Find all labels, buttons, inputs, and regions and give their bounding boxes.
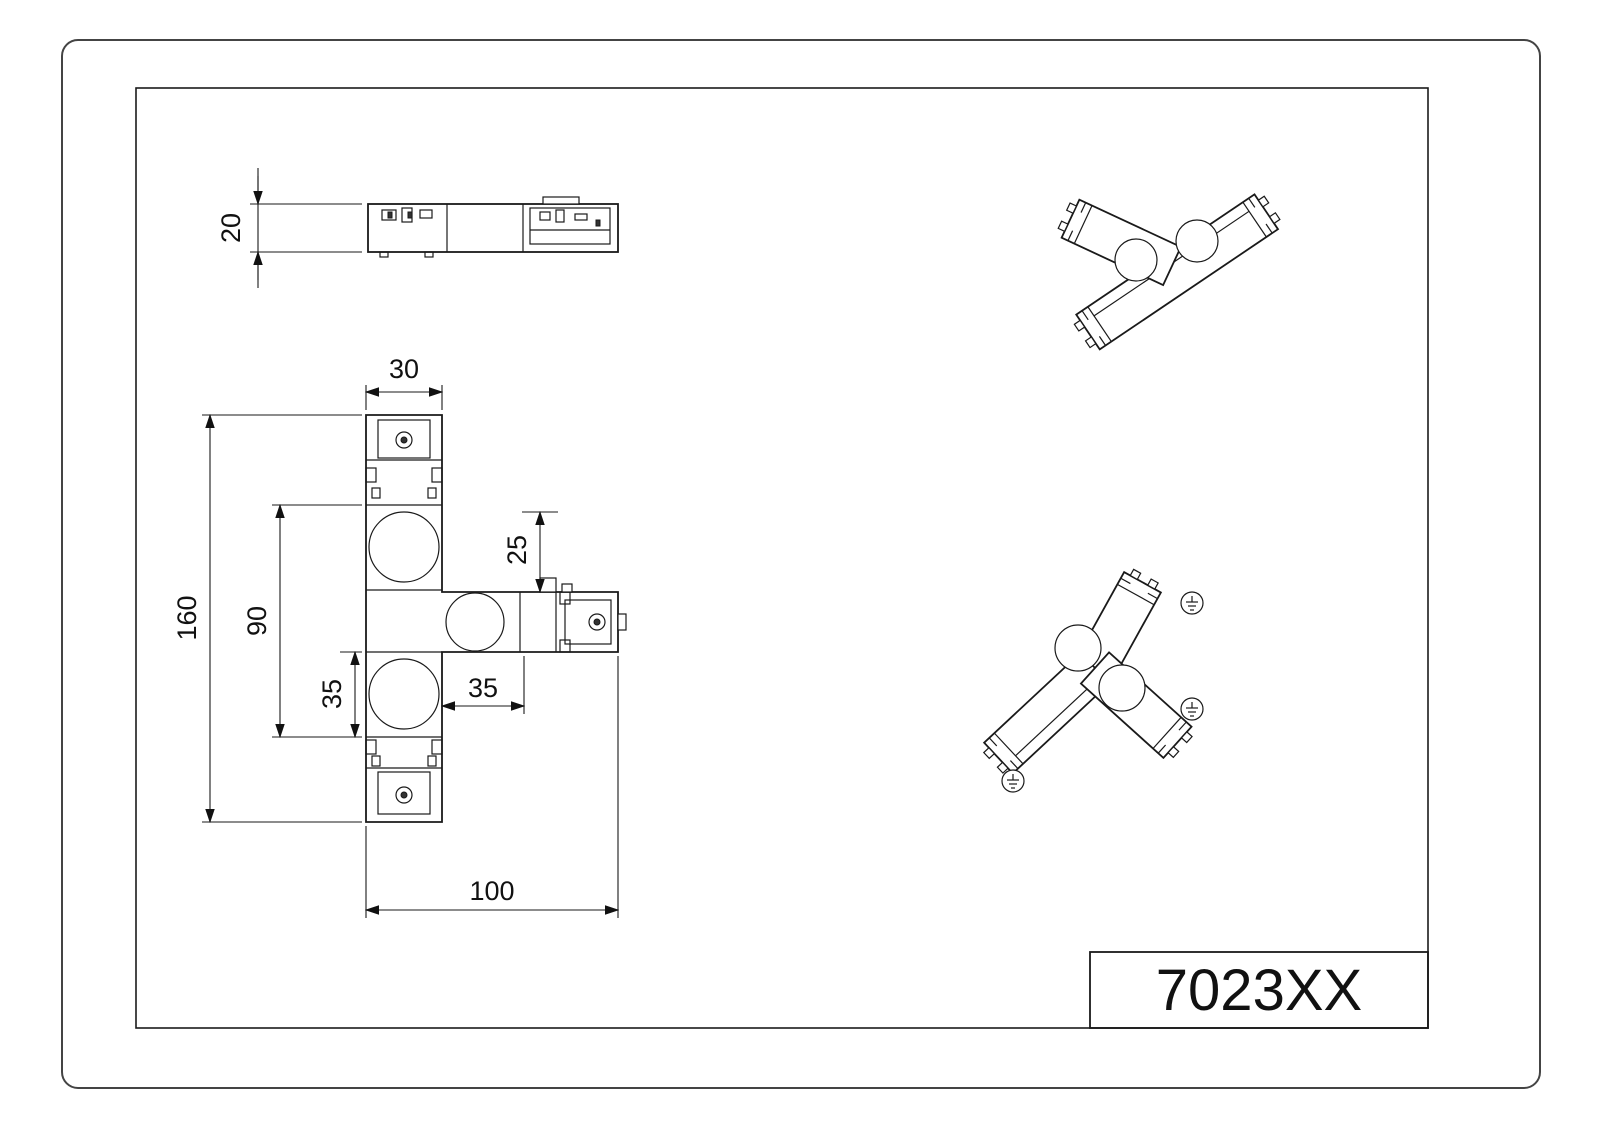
side-view — [367, 196, 619, 258]
title-block: 7023XX — [1089, 951, 1429, 1029]
dim-plan-arm-length: 35 — [440, 656, 526, 714]
joint-cylinder-iso — [1098, 664, 1146, 712]
part-number: 7023XX — [1156, 958, 1362, 1023]
dim-label-35v: 35 — [317, 679, 347, 709]
screw-icon — [395, 786, 413, 804]
screw-icon — [588, 613, 606, 631]
dim-label-90: 90 — [242, 606, 272, 636]
dim-label-100: 100 — [469, 876, 514, 906]
ground-symbol-icon — [1180, 591, 1204, 615]
ground-symbol-icon — [1001, 769, 1025, 793]
joint-cylinder-lower — [368, 658, 440, 730]
joint-cylinder-iso — [1054, 624, 1102, 672]
screw-icon — [395, 431, 413, 449]
dim-label-35h: 35 — [468, 673, 498, 703]
dim-plan-lower-joint: 35 — [317, 650, 362, 739]
iso-view-bottom — [982, 568, 1204, 793]
outer-border — [61, 39, 1541, 1089]
dim-label-20: 20 — [216, 213, 246, 243]
dim-label-160: 160 — [172, 595, 202, 640]
ground-symbol-icon — [1180, 697, 1204, 721]
plan-view — [365, 414, 627, 823]
dim-plan-width: 30 — [364, 354, 444, 410]
dim-plan-arm-offset: 25 — [502, 510, 558, 594]
dim-plan-joint-span: 90 — [242, 503, 362, 739]
dim-label-30: 30 — [389, 354, 419, 384]
joint-cylinder-arm — [445, 592, 505, 652]
dim-plan-overall-width: 100 — [364, 656, 620, 918]
joint-cylinder-iso — [1114, 238, 1158, 282]
dim-side-height: 20 — [216, 168, 362, 288]
iso-view-top — [1057, 193, 1281, 351]
dim-label-25: 25 — [502, 535, 532, 565]
joint-cylinder-upper — [368, 511, 440, 583]
inner-border — [135, 87, 1429, 1029]
dim-plan-total-length: 160 — [172, 413, 362, 824]
joint-cylinder-iso — [1175, 219, 1219, 263]
